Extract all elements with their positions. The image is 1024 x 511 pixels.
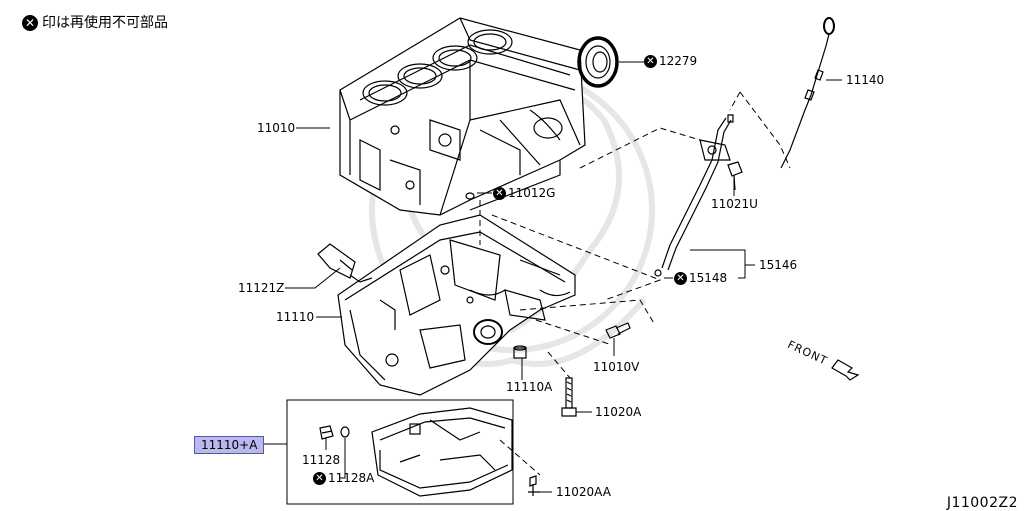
diagram-reference-id: J11002Z2	[946, 495, 1018, 511]
rear-oil-seal[interactable]	[577, 36, 619, 88]
part-label-11020a[interactable]: 11020A	[595, 405, 642, 419]
part-label-11140[interactable]: 11140	[846, 73, 885, 87]
part-label-11110a[interactable]: 11110A	[506, 380, 553, 394]
part-label-11012g[interactable]: ✕11012G	[493, 186, 555, 200]
leader-lines	[264, 61, 842, 493]
x-mark-icon: ✕	[313, 472, 326, 485]
front-direction-arrow	[831, 359, 860, 381]
drain-plug-11128[interactable]	[319, 425, 334, 440]
bolt-11010v[interactable]	[605, 322, 631, 339]
part-label-11010[interactable]: 11010	[257, 121, 296, 135]
part-label-11020aa[interactable]: 11020AA	[556, 485, 611, 499]
part-label-11128a[interactable]: ✕11128A	[313, 471, 374, 485]
x-mark-icon: ✕	[493, 187, 506, 200]
oil-strainer[interactable]	[317, 243, 373, 283]
o-ring-15148[interactable]	[654, 269, 662, 277]
note-text: 印は再使用不可部品	[42, 15, 168, 31]
oil-level-gauge-guide[interactable]	[661, 114, 734, 271]
part-label-11021u[interactable]: 11021U	[711, 197, 758, 211]
cylinder-block[interactable]	[339, 17, 586, 216]
x-mark-icon: ✕	[674, 272, 687, 285]
upper-oil-pan[interactable]	[337, 214, 576, 396]
part-label-15148[interactable]: ✕15148	[674, 271, 727, 285]
x-mark-icon: ✕	[644, 55, 657, 68]
bolt-11020aa[interactable]	[528, 475, 540, 496]
part-label-11110[interactable]: 11110	[276, 310, 315, 324]
bolt-11021u[interactable]	[727, 161, 743, 191]
bolt-11020a[interactable]	[561, 377, 577, 417]
non-reusable-parts-note: ✕ 印は再使用不可部品	[22, 14, 168, 32]
seal-ring-11012g[interactable]	[465, 192, 475, 200]
drain-plug-washer-11128a[interactable]	[340, 426, 350, 438]
part-label-11121z[interactable]: 11121Z	[238, 281, 285, 295]
part-label-11010v[interactable]: 11010V	[593, 360, 640, 374]
lower-oil-pan[interactable]	[371, 407, 513, 497]
lower-pan-group-box	[286, 399, 514, 505]
part-label-12279[interactable]: ✕12279	[644, 54, 697, 68]
oil-level-gauge[interactable]	[780, 17, 835, 169]
part-label-15146[interactable]: 15146	[759, 258, 798, 272]
phantom-lines	[479, 91, 791, 476]
part-label-11110-plus-a-highlighted[interactable]: 11110+A	[194, 436, 265, 454]
part-label-11128[interactable]: 11128	[302, 453, 341, 467]
dowel-11110a[interactable]	[513, 345, 527, 359]
x-mark-icon: ✕	[22, 15, 38, 31]
